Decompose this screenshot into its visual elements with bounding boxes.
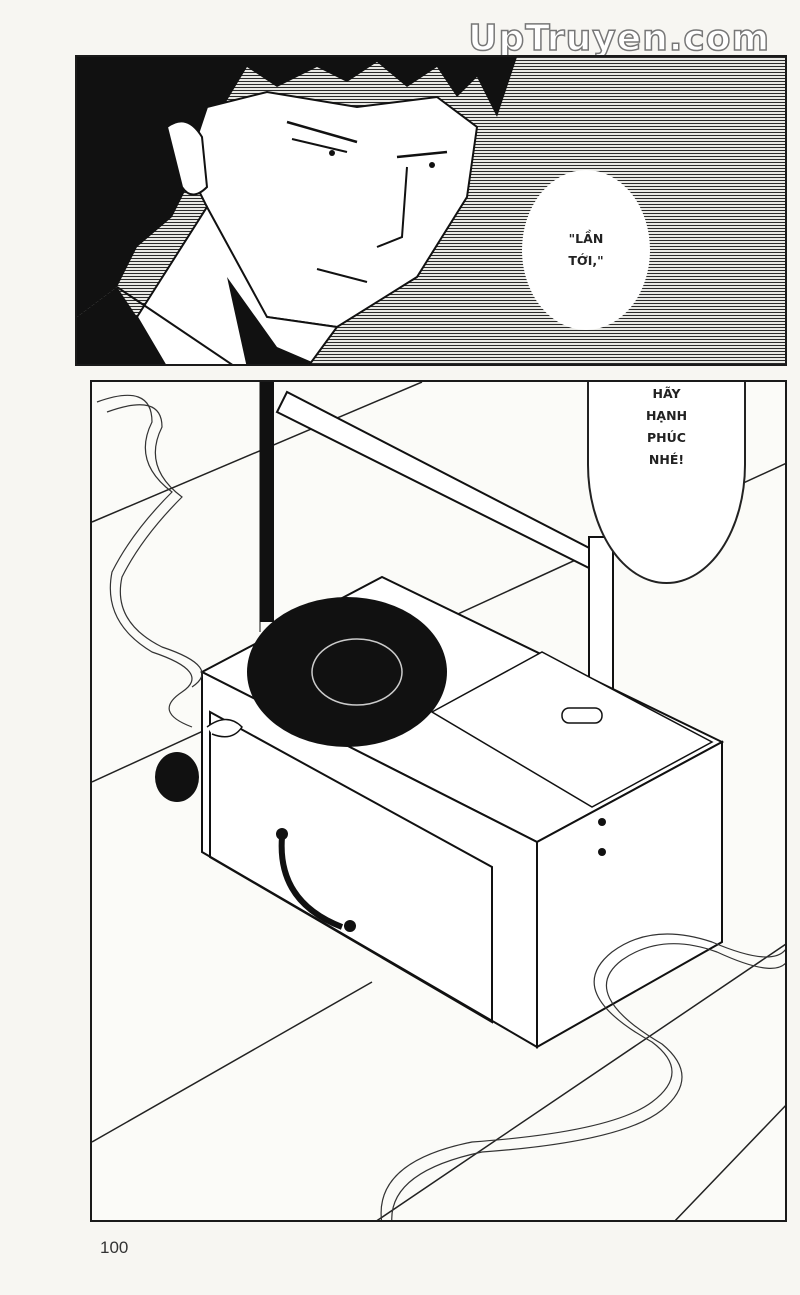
speech-bubble-next-time: "LẦN TỚI," (522, 170, 650, 330)
panel-top-man-closeup: "LẦN TỚI," (75, 55, 787, 366)
speech-bubble-be-happy: HÃY HẠNH PHÚC NHÉ! (587, 382, 746, 584)
watermark: UpTruyen.com (467, 17, 770, 60)
panel-bottom-box-scene: HÃY HẠNH PHÚC NHÉ! (90, 380, 787, 1222)
speech-text: HÃY HẠNH PHÚC NHÉ! (645, 386, 688, 467)
man-portrait-illustration (77, 57, 517, 364)
box-scene-illustration (92, 382, 785, 1220)
speech-text: "LẦN TỚI," (568, 231, 604, 268)
page-number: 100 (100, 1238, 129, 1257)
